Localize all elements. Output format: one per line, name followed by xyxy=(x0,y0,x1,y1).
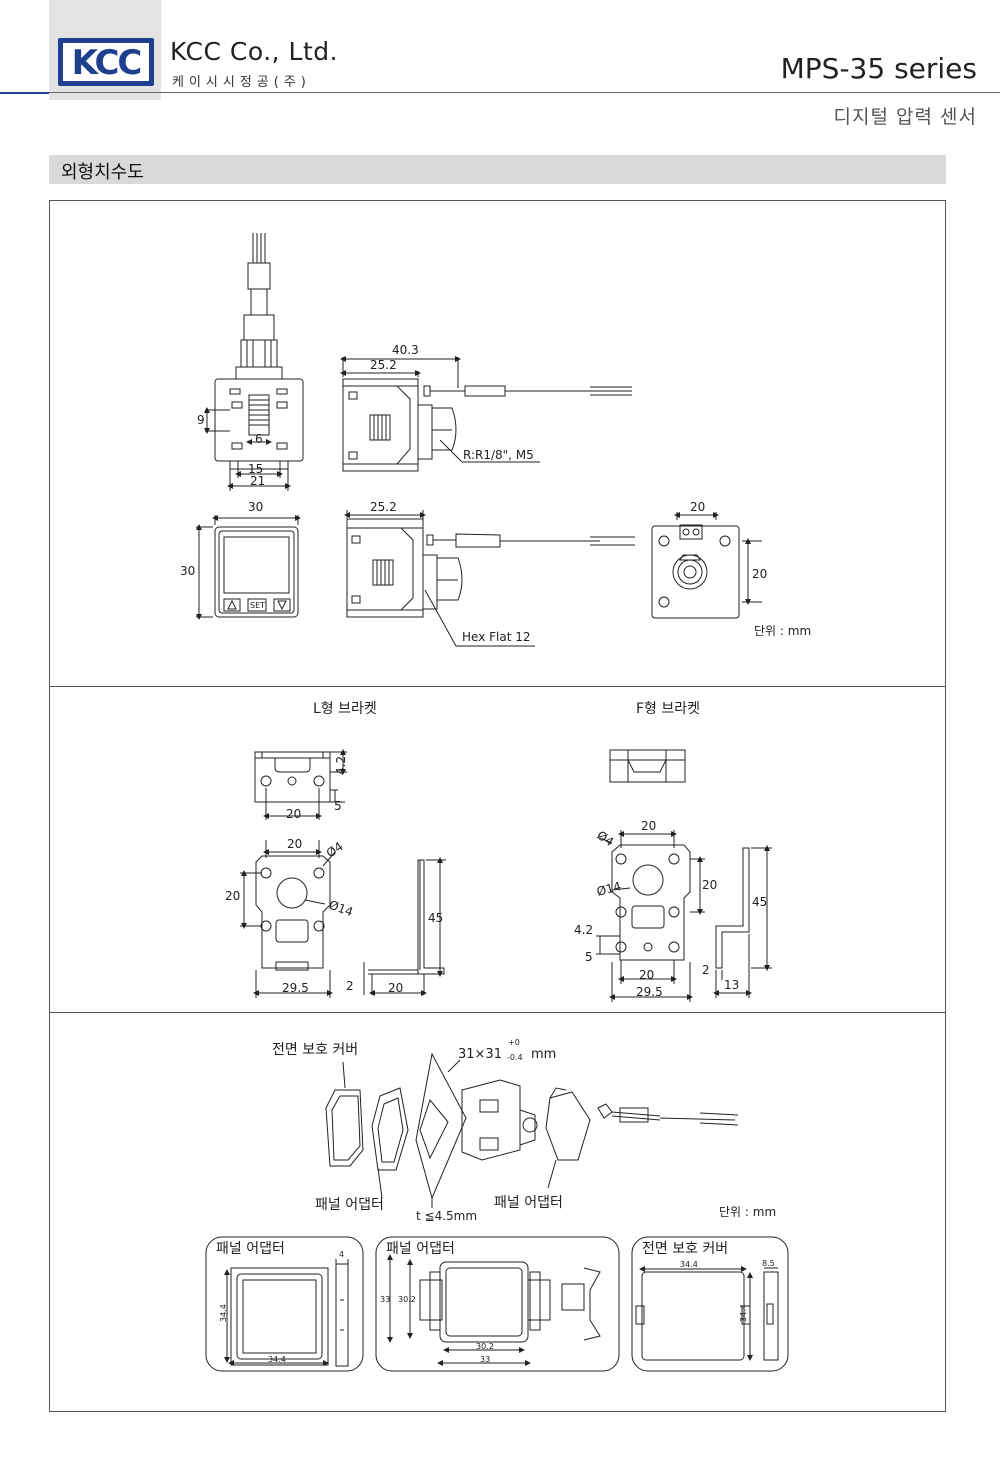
kcc-logo: KCC xyxy=(58,38,154,86)
f-phi-4: Ø4 xyxy=(594,828,616,849)
cutout-tolerance-minus: -0.4 xyxy=(507,1053,523,1062)
l-dim-20-b: 20 xyxy=(287,837,302,851)
f-dim-13: 13 xyxy=(724,978,739,992)
dim-20-width: 20 xyxy=(690,500,705,514)
box3-title: 전면 보호 커버 xyxy=(642,1241,728,1257)
hex-flat: Hex Flat 12 xyxy=(462,630,531,644)
box3-dim-34-4-height: 34.4 xyxy=(739,1304,748,1322)
sensor-side-view-bottom xyxy=(344,510,635,647)
dim-25-2-bottom: 25.2 xyxy=(370,500,397,514)
cutout-unit: mm xyxy=(531,1047,556,1062)
detail-front-cover xyxy=(631,1236,789,1372)
f-dim-20-b: 20 xyxy=(702,878,717,892)
dim-21: 21 xyxy=(250,474,265,488)
sensor-back-view xyxy=(651,512,762,619)
f-bracket-title: F형 브라켓 xyxy=(636,701,700,717)
company-name: KCC Co., Ltd. xyxy=(170,37,339,66)
box2-dim-30-2-bottom: 30.2 xyxy=(476,1342,494,1351)
dim-6: 6 xyxy=(255,432,263,446)
panel-divider-2 xyxy=(49,1012,946,1013)
logo-text: KCC xyxy=(61,41,151,83)
panel-divider-1 xyxy=(49,686,946,687)
box3-dim-8-5: 8.5 xyxy=(762,1259,775,1268)
panel-thickness: t ≦4.5mm xyxy=(416,1209,477,1223)
f-bracket-drawing xyxy=(596,749,772,1002)
f-dim-4-2: 4.2 xyxy=(574,923,593,937)
l-dim-20-a: 20 xyxy=(286,807,301,821)
label-panel-adapter-a: 패널 어댑터 xyxy=(315,1197,384,1213)
series-title: MPS-35 series xyxy=(780,52,977,85)
cutout-tolerance-plus: +0 xyxy=(508,1038,520,1047)
l-phi-14: Ø14 xyxy=(327,898,355,920)
l-dim-20-c: 20 xyxy=(225,889,240,903)
dim-9: 9 xyxy=(197,413,205,427)
set-button-label: SET xyxy=(250,601,265,610)
sensor-side-view-top xyxy=(340,356,632,472)
box1-title: 패널 어댑터 xyxy=(216,1241,285,1257)
box2-dim-33-left: 33 xyxy=(380,1295,390,1304)
dim-30-height: 30 xyxy=(180,564,195,578)
detail-panel-adapter-2 xyxy=(375,1236,620,1372)
box2-dim-30-2-left: 30.2 xyxy=(398,1295,416,1304)
f-dim-2: 2 xyxy=(702,963,710,977)
box1-dim-34-4-height: 34.4 xyxy=(219,1304,228,1322)
company-name-ko: 케이시시정공(주) xyxy=(172,75,311,90)
unit-label-1: 단위 : mm xyxy=(754,624,811,638)
l-bracket-title: L형 브라켓 xyxy=(313,701,377,717)
l-dim-20-d: 20 xyxy=(388,981,403,995)
f-dim-20-c: 20 xyxy=(639,968,654,982)
dim-40-3: 40.3 xyxy=(392,343,419,357)
header-accent xyxy=(0,92,49,94)
box3-dim-34-4-width: 34.4 xyxy=(680,1260,698,1269)
dim-25-2-top: 25.2 xyxy=(370,358,397,372)
f-dim-45: 45 xyxy=(752,895,767,909)
dim-20-height: 20 xyxy=(752,567,767,581)
box2-dim-33-bottom: 33 xyxy=(480,1355,490,1364)
detail-panel-adapter-1 xyxy=(205,1236,364,1372)
dimension-drawing-frame xyxy=(49,200,946,1412)
dim-30-width: 30 xyxy=(248,500,263,514)
l-dim-2: 2 xyxy=(346,979,354,993)
section-title-bar: 외형치수도 xyxy=(49,155,946,184)
l-phi-4: Ø4 xyxy=(324,839,346,860)
sensor-front-view xyxy=(204,233,304,491)
label-panel-adapter-b: 패널 어댑터 xyxy=(494,1195,563,1211)
label-front-cover: 전면 보호 커버 xyxy=(272,1042,358,1058)
l-dim-4-2: 4.2 xyxy=(334,756,348,775)
l-dim-29-5: 29.5 xyxy=(282,981,309,995)
f-dim-20-a: 20 xyxy=(641,819,656,833)
sensor-display-view xyxy=(196,515,301,620)
header-divider xyxy=(0,92,1000,93)
f-dim-29-5: 29.5 xyxy=(636,985,663,999)
dim-15: 15 xyxy=(248,462,263,476)
series-subtitle: 디지털 압력 센서 xyxy=(833,106,977,128)
unit-label-2: 단위 : mm xyxy=(719,1205,776,1219)
box1-dim-4: 4 xyxy=(339,1250,344,1259)
f-dim-5: 5 xyxy=(585,950,593,964)
exploded-assembly xyxy=(325,1052,739,1208)
section-title: 외형치수도 xyxy=(61,162,144,183)
l-dim-45: 45 xyxy=(428,911,443,925)
box2-title: 패널 어댑터 xyxy=(386,1241,455,1257)
f-phi-14: Ø14 xyxy=(595,879,622,899)
l-bracket-drawing xyxy=(240,749,446,998)
thread-spec: R:R1/8", M5 xyxy=(463,448,534,462)
cutout-size: 31×31 xyxy=(458,1047,502,1062)
l-dim-5: 5 xyxy=(334,799,342,813)
box1-dim-34-4-width: 34.4 xyxy=(268,1355,286,1364)
